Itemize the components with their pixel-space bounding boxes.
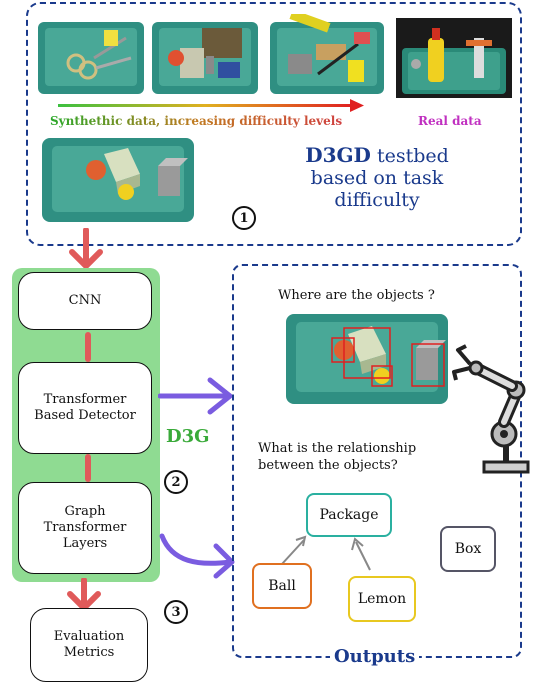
purple-arrow-relationship — [159, 533, 235, 579]
node-ball: Ball — [252, 563, 312, 609]
testbed-title-bold: D3GD — [305, 143, 371, 167]
relationship-question-line1: What is the relationship — [258, 441, 417, 456]
step-2-badge: 2 — [164, 470, 188, 494]
relationship-edges — [281, 535, 371, 571]
step-3-badge: 3 — [164, 600, 188, 624]
relationship-question: What is the relationship between the obj… — [258, 440, 416, 474]
connector-cnn-transformer — [85, 332, 91, 362]
cnn-block: CNN — [18, 272, 152, 330]
synthetic-data-caption: Synthethic data, increasing difficulty l… — [50, 114, 343, 128]
transformer-detector-block: Transformer Based Detector — [18, 362, 152, 454]
purple-arrow-detection — [158, 377, 233, 415]
transformer-line2: Based Detector — [34, 408, 136, 423]
detection-question: Where are the objects ? — [278, 288, 435, 303]
evaluation-line1: Evaluation — [53, 628, 125, 644]
connector-transformer-graph — [85, 454, 91, 482]
testbed-title: D3GD testbed based on task difficulty — [282, 144, 472, 211]
graph-line2: Transformer — [43, 519, 127, 535]
robot-arm-icon — [452, 344, 530, 474]
testbed-panel — [26, 2, 522, 246]
testbed-title-line3: difficulty — [334, 189, 420, 211]
cnn-label: CNN — [68, 292, 102, 308]
evaluation-line2: Metrics — [63, 645, 115, 660]
evaluation-metrics-block: Evaluation Metrics — [30, 608, 148, 682]
relationship-question-line2: between the objects? — [258, 458, 398, 473]
synthetic-scene-1 — [38, 22, 144, 94]
red-arrow-top — [69, 228, 103, 269]
d3g-label: D3G — [166, 426, 210, 447]
synthetic-scene-2 — [152, 22, 258, 94]
step-1-badge: 1 — [232, 206, 256, 230]
transformer-line1: Transformer — [43, 391, 127, 407]
detection-scene — [286, 314, 448, 404]
graph-line1: Graph — [64, 503, 106, 519]
node-lemon: Lemon — [348, 576, 416, 622]
synthetic-scene-3 — [270, 14, 384, 94]
testbed-title-line2: based on task — [310, 167, 444, 189]
real-scene — [396, 18, 512, 98]
graph-transformer-block: Graph Transformer Layers — [18, 482, 152, 574]
difficulty-arrow — [58, 99, 364, 112]
example-scene — [42, 138, 194, 222]
node-package: Package — [306, 493, 392, 537]
graph-line3: Layers — [62, 536, 108, 552]
node-box: Box — [440, 526, 496, 572]
outputs-label: Outputs — [330, 646, 420, 667]
testbed-title-rest: testbed — [370, 145, 449, 167]
real-data-caption: Real data — [418, 114, 482, 128]
